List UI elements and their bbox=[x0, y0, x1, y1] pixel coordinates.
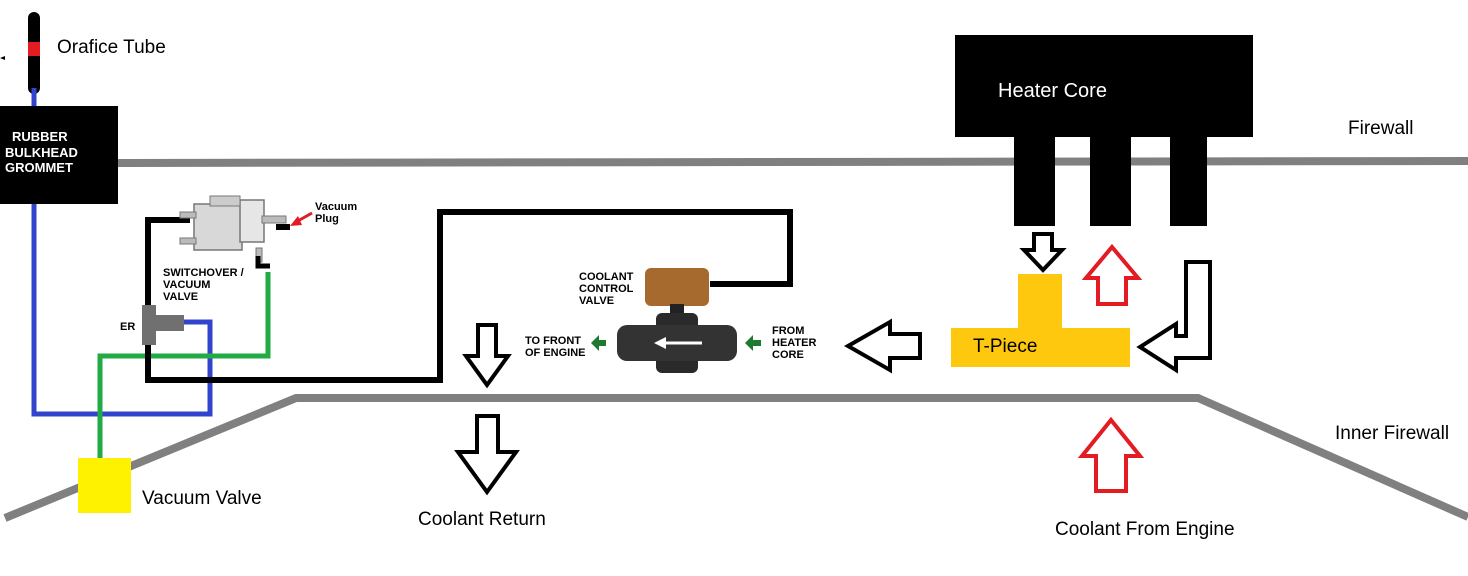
ccv-label-line2: CONTROL bbox=[579, 283, 634, 295]
vacuum-line-blue-lower bbox=[31, 204, 213, 417]
up-arrow-to-heater-core bbox=[1081, 243, 1143, 306]
vacuum-plug-label-line2: Plug bbox=[315, 213, 339, 225]
t-piece-label: T-Piece bbox=[973, 336, 1037, 357]
left-arrow-from-t-piece bbox=[843, 318, 922, 374]
orifice-tube-tip bbox=[0, 56, 5, 60]
inner-firewall-label: Inner Firewall bbox=[1335, 423, 1449, 444]
to-front-label-line2: OF ENGINE bbox=[525, 347, 586, 359]
inner-firewall-line bbox=[3, 394, 1468, 522]
er-label: ER bbox=[120, 321, 135, 333]
vacuum-plug-label-line1: Vacuum bbox=[315, 201, 357, 213]
to-front-flow-arrow bbox=[591, 335, 606, 351]
vacuum-valve-box bbox=[78, 458, 131, 513]
rubber-bulkhead-grommet bbox=[0, 106, 118, 204]
ccv-label-line1: COOLANT bbox=[579, 271, 634, 283]
vacuum-plug bbox=[276, 224, 290, 230]
switchover-valve bbox=[179, 195, 287, 263]
vacuum-plug-pointer-head bbox=[290, 216, 302, 226]
down-arrow-coolant-return-lower bbox=[454, 414, 520, 496]
coolant-from-engine-label: Coolant From Engine bbox=[1055, 519, 1235, 540]
heater-core-pipe-1 bbox=[1014, 130, 1055, 226]
orifice-tube-label: Orafice Tube bbox=[57, 37, 166, 58]
return-arrow-into-t-piece bbox=[1136, 260, 1212, 374]
grommet-label-line2: BULKHEAD bbox=[5, 145, 78, 160]
firewall-line bbox=[117, 157, 1468, 167]
switchover-label-line1: SWITCHOVER / bbox=[163, 267, 244, 279]
coolant-return-label: Coolant Return bbox=[418, 509, 546, 530]
switchover-label-line3: VALVE bbox=[163, 291, 198, 303]
from-heater-flow-arrow bbox=[745, 335, 761, 351]
up-arrow-coolant-from-engine bbox=[1077, 416, 1145, 493]
ccv-label-line3: VALVE bbox=[579, 295, 614, 307]
switchover-outlet-hose bbox=[255, 256, 270, 269]
grommet-label-line1: RUBBER bbox=[12, 129, 68, 144]
er-t-fitting bbox=[142, 305, 156, 345]
heater-core-pipe-3 bbox=[1170, 130, 1207, 226]
coolant-control-valve-actuator bbox=[645, 268, 709, 306]
er-t-fitting-branch bbox=[156, 315, 184, 331]
orifice-tube-marker bbox=[28, 42, 40, 56]
from-heater-label-line3: CORE bbox=[772, 349, 804, 361]
vacuum-line-green bbox=[97, 272, 271, 462]
heater-core-pipe-2 bbox=[1090, 130, 1131, 226]
to-front-label-line1: TO FRONT bbox=[525, 335, 581, 347]
from-heater-label-line1: FROM bbox=[772, 325, 804, 337]
vacuum-hose-black bbox=[145, 209, 793, 383]
firewall-label: Firewall bbox=[1348, 118, 1413, 139]
down-arrow-coolant-return-upper bbox=[462, 323, 512, 389]
switchover-label-line2: VACUUM bbox=[163, 279, 210, 291]
grommet-label-line3: GROMMET bbox=[5, 160, 73, 175]
down-arrow-into-t-piece bbox=[1019, 232, 1067, 273]
heater-core-label: Heater Core bbox=[998, 80, 1107, 102]
vacuum-valve-label: Vacuum Valve bbox=[142, 488, 262, 509]
from-heater-label-line2: HEATER bbox=[772, 337, 816, 349]
coolant-control-valve-flow-head bbox=[654, 337, 666, 349]
heater-core bbox=[955, 35, 1253, 137]
t-piece bbox=[951, 274, 1130, 367]
